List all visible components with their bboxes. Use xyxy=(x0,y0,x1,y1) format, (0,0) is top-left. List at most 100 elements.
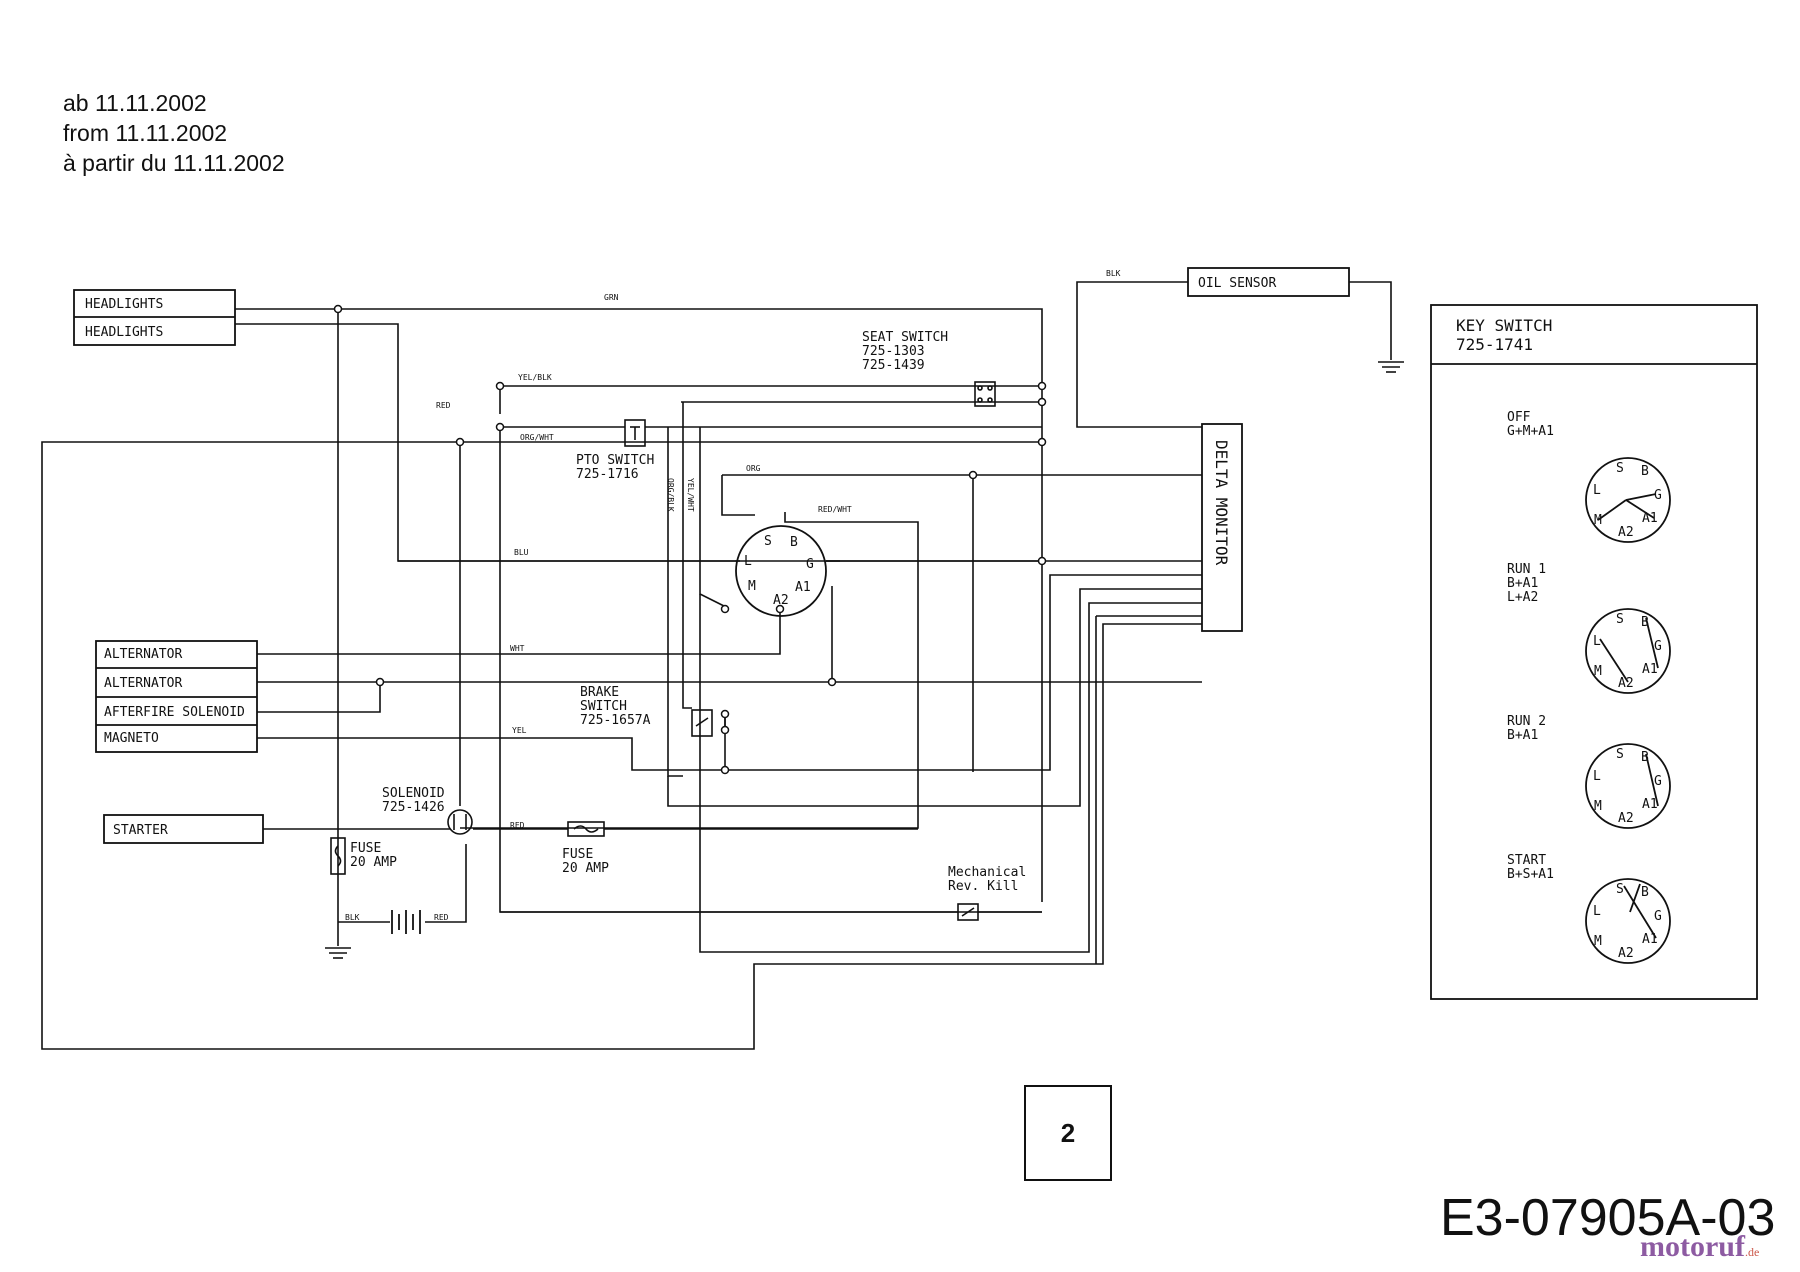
component-labels: SEAT SWITCH 725-1303 725-1439 PTO SWITCH… xyxy=(350,330,1026,894)
dial-start-a1: A1 xyxy=(1642,932,1658,947)
starter-box: STARTER xyxy=(103,814,264,844)
wire-label-grn: GRN xyxy=(604,293,619,302)
wire-label-red: RED xyxy=(436,401,451,410)
key-switch-panel: KEY SWITCH 725-1741 OFF G+M+A1 RUN 1 B+A… xyxy=(1430,304,1758,1000)
terminal-s-label: S xyxy=(764,534,772,549)
dial-off-m: M xyxy=(1594,513,1602,528)
wire-label-yel-blk: YEL/BLK xyxy=(518,373,552,382)
wire-label-org-wht: ORG/WHT xyxy=(520,433,554,442)
terminal-l-label: L xyxy=(744,554,752,569)
starter-label: STARTER xyxy=(113,823,168,838)
dial-start-a2: A2 xyxy=(1618,946,1634,961)
headlights-box: HEADLIGHTS HEADLIGHTS xyxy=(73,289,236,346)
page-number: 2 xyxy=(1024,1085,1112,1181)
pto-switch-label: PTO SWITCH xyxy=(576,453,654,468)
dial-run1-m: M xyxy=(1594,664,1602,679)
state-start-combo: B+S+A1 xyxy=(1507,867,1554,882)
pto-switch-icon xyxy=(624,419,646,447)
dial-off-l: L xyxy=(1593,483,1601,498)
dial-terminal-labels: S B L G M A1 A2 S B L G M A1 A2 S B L G … xyxy=(1593,461,1662,961)
dial-run1-a1: A1 xyxy=(1642,662,1658,677)
seat-switch-part-1: 725-1303 xyxy=(862,344,925,359)
state-run1-combo-2: L+A2 xyxy=(1507,590,1538,605)
dial-run2-l: L xyxy=(1593,769,1601,784)
alternator-group-box: ALTERNATOR ALTERNATOR AFTERFIRE SOLENOID… xyxy=(95,640,258,753)
state-off-combo: G+M+A1 xyxy=(1507,424,1554,439)
dial-off-s: S xyxy=(1616,461,1624,476)
ground-icon xyxy=(325,947,351,959)
wire-label-red-bat: RED xyxy=(434,913,449,922)
fuse-mid-label: FUSE xyxy=(562,847,593,862)
state-run1-combo-1: B+A1 xyxy=(1507,576,1538,591)
dial-run2-m: M xyxy=(1594,799,1602,814)
brake-switch-label-1: BRAKE xyxy=(580,685,619,700)
dial-off-a2: A2 xyxy=(1618,525,1634,540)
dial-run1-l: L xyxy=(1593,634,1601,649)
dial-run2-g: G xyxy=(1654,774,1662,789)
terminal-b-label: B xyxy=(790,535,798,550)
fuse-icon xyxy=(330,837,346,875)
dial-run1-b: B xyxy=(1641,615,1649,630)
dial-run1-s: S xyxy=(1616,612,1624,627)
headlights-label-2: HEADLIGHTS xyxy=(85,325,163,340)
terminal-g-label: G xyxy=(806,557,814,572)
wire-label-blu: BLU xyxy=(514,548,529,557)
dial-start-l: L xyxy=(1593,904,1601,919)
magneto-label: MAGNETO xyxy=(104,731,159,746)
watermark-logo: motoruf.de xyxy=(1640,1230,1759,1264)
watermark-tld: .de xyxy=(1744,1245,1760,1259)
wire-label-blk: BLK xyxy=(1106,269,1121,278)
ground-icon xyxy=(1378,361,1404,373)
dial-off-g: G xyxy=(1654,488,1662,503)
mech-kill-label-2: Rev. Kill xyxy=(948,879,1018,894)
solenoid-part: 725-1426 xyxy=(382,800,445,815)
terminal-m-label: M xyxy=(748,579,756,594)
dial-start-s: S xyxy=(1616,882,1624,897)
state-run2-combo: B+A1 xyxy=(1507,728,1538,743)
date-line-de: ab 11.11.2002 xyxy=(63,90,207,116)
wire-network xyxy=(41,281,1392,1050)
oil-sensor-label: OIL SENSOR xyxy=(1198,276,1276,291)
dial-start-g: G xyxy=(1654,909,1662,924)
wire-label-yel: YEL xyxy=(512,726,527,735)
state-start-name: START xyxy=(1507,853,1546,868)
solenoid-icon xyxy=(447,809,473,835)
brake-switch-label-2: SWITCH xyxy=(580,699,627,714)
fuse-icon xyxy=(567,821,605,837)
solenoid-label: SOLENOID xyxy=(382,786,445,801)
wire-label-org-blk: ORG/BLK xyxy=(666,478,675,512)
dial-off-a1: A1 xyxy=(1642,511,1658,526)
terminal-a1-label: A1 xyxy=(795,580,811,595)
wire-label-yel-wht: YEL/WHT xyxy=(686,478,695,512)
state-run1-name: RUN 1 xyxy=(1507,562,1546,577)
dial-run1-g: G xyxy=(1654,639,1662,654)
watermark-brand: motoruf xyxy=(1640,1230,1745,1263)
state-off-name: OFF xyxy=(1507,410,1531,425)
brake-switch-part: 725-1657A xyxy=(580,713,651,728)
wire-labels: GRN BLK YEL/BLK RED ORG/WHT ORG RED/WHT … xyxy=(345,269,1121,922)
wire-label-org: ORG xyxy=(746,464,761,473)
fuse-left-label: FUSE xyxy=(350,841,381,856)
date-line-en: from 11.11.2002 xyxy=(63,120,228,146)
alternator-label-1: ALTERNATOR xyxy=(104,647,182,662)
alternator-label-2: ALTERNATOR xyxy=(104,676,182,691)
mech-kill-switch-icon xyxy=(957,903,979,921)
pto-switch-part: 725-1716 xyxy=(576,467,639,482)
dial-start-b: B xyxy=(1641,885,1649,900)
terminal-a2-label: A2 xyxy=(773,593,789,608)
seat-switch-label: SEAT SWITCH xyxy=(862,330,948,345)
wire-label-blk-bat: BLK xyxy=(345,913,360,922)
dial-run2-a2: A2 xyxy=(1618,811,1634,826)
brake-switch-icon xyxy=(691,709,713,737)
afterfire-solenoid-label: AFTERFIRE SOLENOID xyxy=(104,705,245,720)
dial-start-m: M xyxy=(1594,934,1602,949)
key-switch-title: KEY SWITCH xyxy=(1456,316,1552,335)
oil-sensor-box: OIL SENSOR xyxy=(1187,267,1350,297)
dial-run2-s: S xyxy=(1616,747,1624,762)
junction-dots xyxy=(333,304,1047,775)
date-line-fr: à partir du 11.11.2002 xyxy=(63,150,285,176)
delta-monitor-box: DELTA MONITOR xyxy=(1201,423,1243,632)
dial-run2-b: B xyxy=(1641,750,1649,765)
seat-switch-icon xyxy=(974,381,996,407)
fuse-left-rating: 20 AMP xyxy=(350,855,397,870)
